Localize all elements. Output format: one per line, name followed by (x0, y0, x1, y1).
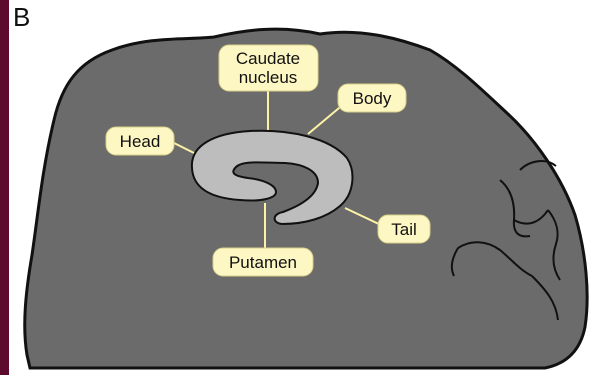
label-tail: Tail (378, 215, 430, 243)
label-tail-text: Tail (391, 220, 417, 239)
label-caudate-line1: Caudate (236, 49, 300, 68)
label-body-text: Body (353, 89, 392, 108)
label-body: Body (338, 84, 406, 112)
label-caudate-nucleus: Caudate nucleus (219, 45, 318, 91)
label-putamen-text: Putamen (229, 253, 297, 272)
label-head: Head (106, 127, 174, 155)
label-caudate-line2: nucleus (239, 68, 298, 87)
label-head-text: Head (120, 132, 161, 151)
label-putamen: Putamen (213, 248, 313, 276)
